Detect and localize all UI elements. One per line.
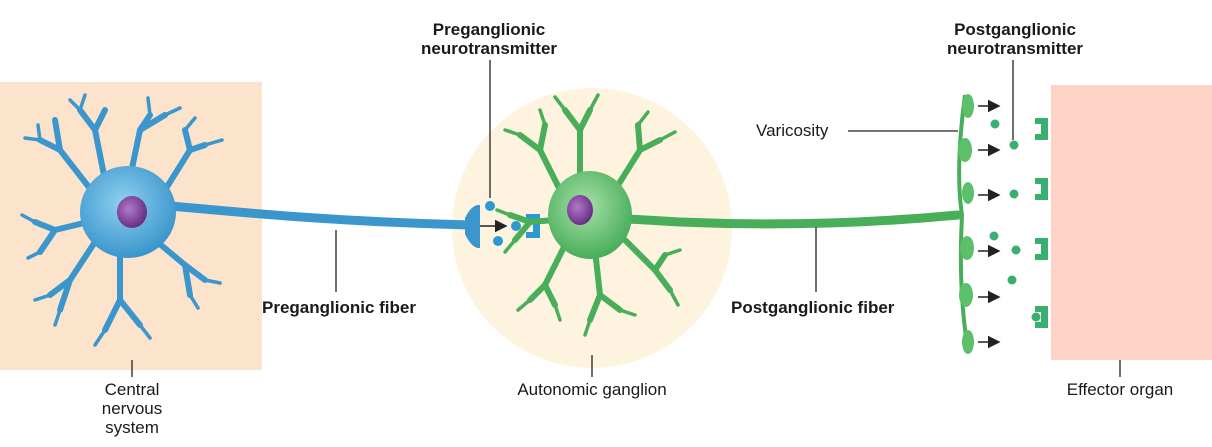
autonomic-ganglion-label: Autonomic ganglion [487,380,697,399]
cns-label-line2: nervous [82,399,182,418]
preganglionic-fiber-label: Preganglionic fiber [262,298,416,317]
postganglionic-neurotransmitter-label-line2: neurotransmitter [920,39,1110,58]
cns-label: Central nervous system [82,380,182,437]
effector-organ-region [1051,85,1212,360]
cns-label-line3: system [82,418,182,437]
postganglionic-nucleus [567,195,593,225]
effector-organ-label: Effector organ [1040,380,1200,399]
postganglionic-fiber-label: Postganglionic fiber [731,298,894,317]
postganglionic-receptors [1035,118,1048,328]
preganglionic-neurotransmitter-label: Preganglionic neurotransmitter [394,20,584,58]
postganglionic-neurotransmitter-label: Postganglionic neurotransmitter [920,20,1110,58]
preganglionic-nucleus [117,196,147,228]
cns-label-line1: Central [82,380,182,399]
preganglionic-neurotransmitter-label-line1: Preganglionic [394,20,584,39]
varicosity-label: Varicosity [756,121,828,140]
preganglionic-neurotransmitter-label-line2: neurotransmitter [394,39,584,58]
varicosity-arrows [978,106,999,342]
varicosity-chain [958,94,974,354]
postganglionic-neurotransmitter-label-line1: Postganglionic [920,20,1110,39]
